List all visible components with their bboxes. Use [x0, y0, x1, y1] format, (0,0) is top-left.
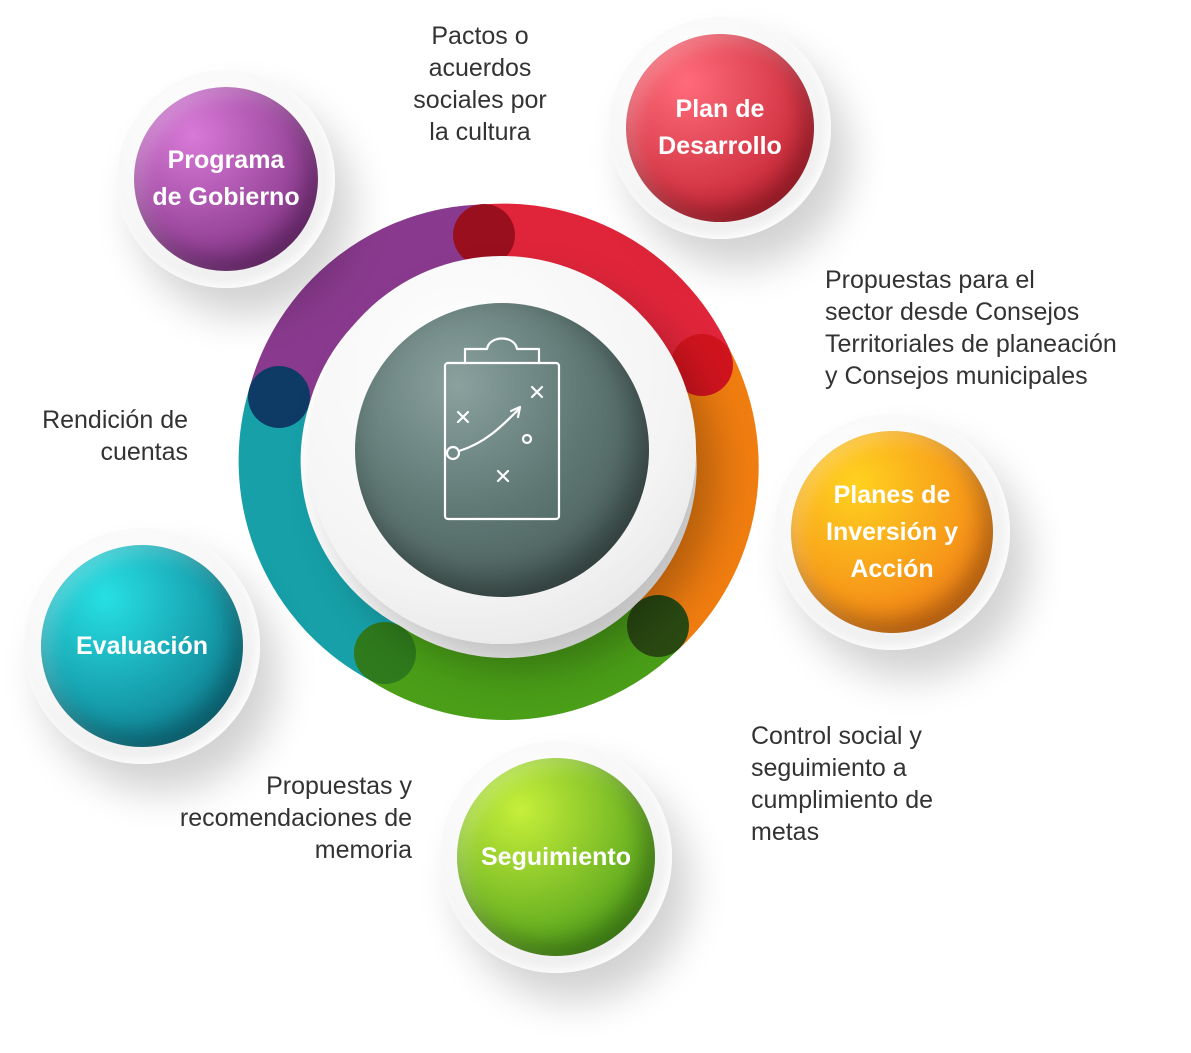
node-plan-label: Plan de Desarrollo — [652, 91, 788, 165]
annotation-pactos-line-1: Pactos o — [431, 22, 529, 50]
node-programa-de-gobierno[interactable]: Programa de Gobierno — [117, 70, 335, 288]
node-seguimiento-label: Seguimiento — [475, 839, 637, 876]
annotation-memoria-line-3: memoria — [314, 836, 412, 864]
annotation-rendicion: Rendición de cuentas — [6, 404, 188, 468]
annotation-propuestas-sector-line-1: Propuestas para el — [825, 266, 1035, 294]
node-planes-line-1: Planes de — [833, 480, 951, 509]
annotation-propuestas-sector-line-2: sector desde Consejos — [825, 298, 1080, 326]
annotation-control-line-2: seguimiento a — [751, 754, 907, 782]
node-plan-de-desarrollo[interactable]: Plan de Desarrollo — [609, 17, 831, 239]
ring-joint-navy — [248, 366, 310, 428]
node-seguimiento-line-1: Seguimiento — [480, 842, 631, 871]
node-programa-label: Programa de Gobierno — [146, 142, 305, 216]
node-planes-de-inversion[interactable]: Planes de Inversión y Acción — [774, 414, 1010, 650]
annotation-control-social: Control social y seguimiento a cumplimie… — [751, 720, 1051, 848]
node-plan-line-2: Desarrollo — [658, 132, 782, 160]
node-evaluacion[interactable]: Evaluación — [24, 528, 260, 764]
annotation-rendicion-line-2: cuentas — [100, 438, 188, 466]
annotation-propuestas-sector-line-4: y Consejos municipales — [825, 362, 1088, 390]
node-seguimiento-core: Seguimiento — [457, 758, 655, 956]
node-planes-label: Planes de Inversión y Acción — [820, 477, 964, 588]
hub — [308, 256, 696, 644]
node-planes-line-3: Acción — [850, 554, 934, 583]
annotation-control-line-3: cumplimiento de — [751, 786, 934, 814]
node-planes-core: Planes de Inversión y Acción — [791, 431, 993, 633]
ring-segment-red — [481, 203, 731, 378]
node-programa-line-1: Programa — [167, 146, 285, 174]
ring-joint-darkred — [453, 204, 515, 266]
ring-segment-teal — [238, 388, 401, 681]
node-plan-core: Plan de Desarrollo — [626, 34, 814, 222]
annotation-propuestas-sector-line-3: Territoriales de planeación — [825, 330, 1117, 358]
node-seguimiento[interactable]: Seguimiento — [440, 741, 672, 973]
annotation-pactos-line-2: acuerdos — [428, 54, 532, 82]
node-planes-line-2: Inversión y — [826, 517, 958, 546]
annotation-pactos-line-4: la cultura — [429, 118, 531, 146]
annotation-pactos: Pactos o acuerdos sociales por la cultur… — [380, 20, 580, 148]
ring-joint-red — [671, 334, 733, 396]
annotation-pactos-line-3: sociales por — [413, 86, 547, 114]
annotation-memoria-line-2: recomendaciones de — [179, 804, 412, 832]
annotation-rendicion-line-1: Rendición de — [42, 406, 188, 434]
annotation-propuestas-sector: Propuestas para el sector desde Consejos… — [825, 264, 1185, 392]
annotation-propuestas-memoria: Propuestas y recomendaciones de memoria — [100, 770, 412, 866]
hub-core — [355, 303, 649, 597]
clipboard-strategy-icon — [443, 337, 561, 521]
ring-segment-orange — [636, 350, 759, 649]
node-evaluacion-line-1: Evaluación — [76, 631, 208, 660]
ring-segment-green — [368, 603, 681, 720]
annotation-control-line-4: metas — [751, 818, 820, 846]
ring-joint-darkgreen — [627, 595, 689, 657]
annotation-control-line-1: Control social y — [751, 722, 922, 750]
annotation-memoria-line-1: Propuestas y — [266, 772, 412, 800]
ring-joint-green — [354, 622, 416, 684]
ring-segment-purple — [249, 204, 486, 406]
node-programa-core: Programa de Gobierno — [134, 87, 318, 271]
node-programa-line-2: de Gobierno — [152, 183, 300, 211]
node-evaluacion-core: Evaluación — [41, 545, 243, 747]
node-evaluacion-label: Evaluación — [70, 628, 214, 665]
node-plan-line-1: Plan de — [675, 95, 765, 123]
